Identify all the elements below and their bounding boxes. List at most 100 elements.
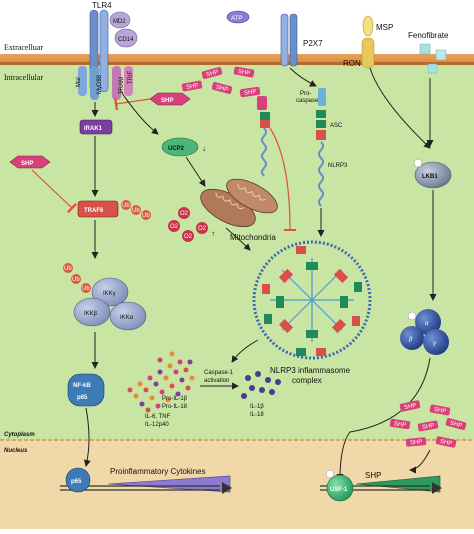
- ucp2-label: UCP2: [168, 146, 185, 152]
- ros-up-arrow: ↑: [211, 229, 215, 238]
- shp-bound-block: [257, 96, 267, 110]
- extracellular-space: [0, 0, 474, 62]
- shp-label: SHP: [422, 423, 435, 431]
- tlr4-label: TLR4: [92, 1, 112, 10]
- o2-label: O2: [180, 211, 189, 217]
- p2x7-chain-right: [289, 13, 298, 67]
- shp-cluster-bottom: SHP SHP SHP SHP SHP SHP SHP: [389, 400, 467, 448]
- shp-left-label: SHP: [21, 161, 33, 167]
- arrow-inflammasome-to-caspase: [231, 339, 259, 363]
- lkb1-label: LKB1: [422, 174, 438, 180]
- irak1-label: IRAK1: [84, 126, 103, 132]
- ampk-phospho: [407, 311, 417, 321]
- arrow-ucp2-to-mito: [185, 156, 206, 187]
- pro-caspase-1: [318, 88, 326, 106]
- nucleus-p65-label: p65: [71, 479, 82, 485]
- ub-label: Ub: [142, 213, 150, 219]
- procaspase-asc-nlrp3: Pro- caspase-1 ASC NLRP3: [296, 88, 348, 207]
- ampk-beta: [400, 326, 424, 350]
- ampk-gamma-label: γ: [433, 341, 437, 347]
- nlrp3-lrr-chain-left: [261, 127, 267, 177]
- nlrp3-lrr-chain: [318, 141, 324, 207]
- arrow-to-ucp2: [119, 89, 159, 135]
- arrow-shp-gene-to-protein: [409, 449, 431, 474]
- bound-nacht: [260, 120, 270, 128]
- shp-label: SHP: [394, 421, 407, 429]
- shp-label: SHP: [433, 407, 446, 415]
- o2-label: O2: [184, 234, 193, 240]
- nlrp3-label: NLRP3: [328, 163, 348, 169]
- shp-inhibit-traf6: [31, 169, 78, 214]
- ikk-complex: Ub Ub Ub IKKγ IKKβ IKKα: [63, 263, 147, 331]
- pro-caspase-label-1: Pro-: [300, 91, 311, 97]
- ub-label: Ub: [82, 286, 90, 292]
- shp-label: SHP: [244, 89, 257, 97]
- traf6-ubiquitins: Ub Ub Ub: [121, 200, 151, 220]
- il12p40-label: IL-12p40: [145, 422, 169, 428]
- proinflammatory-label: Proinflammatory Cytokines: [110, 467, 206, 476]
- mal-adaptor: [78, 66, 87, 96]
- usf1-node: USF-1: [325, 469, 354, 502]
- shp-label: SHP: [410, 439, 423, 446]
- arrow-nfkb-to-nucleus: [83, 407, 91, 467]
- ampk-alpha: [415, 309, 441, 335]
- ampk-complex: α β γ: [400, 309, 449, 355]
- cell-membrane-inner: [0, 62, 474, 65]
- inflammasome-lrr-ring: [252, 240, 372, 360]
- msp-ligand: [362, 15, 374, 37]
- p2x7-receptor: ATP P2X7: [226, 10, 323, 67]
- caspase-activation-label-1: Caspase-1: [204, 370, 234, 376]
- intracellular-label: Intracellular: [4, 73, 43, 82]
- nfkb-node: NF-kB p65: [67, 373, 105, 407]
- shp-label: SHP: [449, 421, 462, 430]
- asc-card: [316, 110, 326, 118]
- md2-label: MD2: [113, 19, 126, 25]
- il18-label: IL-18: [250, 412, 264, 418]
- fenofibrate-drug: Fenofibrate: [408, 31, 449, 74]
- nfkb-p65-label: p65: [77, 395, 88, 401]
- ron-receptor: MSP RON: [343, 15, 393, 69]
- il6-tnf-label: IL-6, TNF: [145, 414, 171, 420]
- trif-label: TRIF: [128, 70, 134, 84]
- irak1-node: IRAK1: [79, 119, 113, 135]
- mal-label: Mal: [76, 77, 82, 87]
- cytokine-dots: [127, 351, 195, 413]
- arrow-ron-to-lkb1: [369, 67, 431, 149]
- fenofibrate-cube-2: [435, 49, 447, 61]
- traf6-node: TRAF6: [77, 200, 119, 218]
- usf1-phospho: [325, 469, 335, 479]
- ikk-beta-label: IKKβ: [84, 311, 98, 317]
- ampk-beta-label: β: [408, 337, 413, 343]
- md2-protein: [109, 11, 131, 29]
- fenofibrate-cube-1: [419, 43, 431, 55]
- ron-body: [361, 37, 375, 69]
- ros-cluster: O2 O2 O2 O2 ↑: [168, 207, 215, 242]
- mature-il-dots: [241, 371, 281, 399]
- bound-pyd: [260, 112, 270, 120]
- fenofibrate-label: Fenofibrate: [408, 31, 449, 40]
- trif-adaptor: [124, 66, 133, 96]
- lkb1-phospho: [413, 158, 423, 168]
- p2x7-chain-left: [280, 13, 289, 67]
- o2-label: O2: [170, 224, 179, 230]
- shp-label: SHP: [439, 439, 452, 447]
- shp-label: SHP: [215, 85, 228, 94]
- mitochondria-label: Mitochondria: [230, 233, 276, 242]
- o2-label: O2: [198, 226, 207, 232]
- fenofibrate-cube-3: [427, 63, 438, 74]
- il1b-label: IL-1β: [250, 404, 264, 410]
- msp-label: MSP: [376, 23, 393, 32]
- shp-label: SHP: [206, 69, 219, 78]
- pro-il1b-label: Pro-IL-1β: [162, 396, 188, 402]
- cd14-protein: [114, 28, 138, 48]
- tram-label: TRAM: [119, 77, 125, 94]
- shp-label: SHP: [404, 403, 417, 411]
- atp-label: ATP: [231, 16, 242, 22]
- tlr4-chain-right: [99, 9, 109, 93]
- myd88-label: MyD88: [97, 74, 103, 94]
- cd14-label: CD14: [118, 37, 134, 43]
- usf1-label: USF-1: [330, 487, 348, 493]
- ron-label: RON: [343, 59, 361, 68]
